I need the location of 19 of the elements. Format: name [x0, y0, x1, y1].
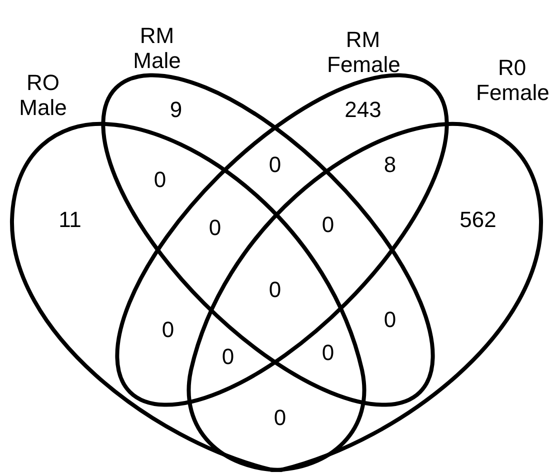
region-count: 0 [268, 277, 282, 303]
set-label: RM Male [132, 23, 182, 73]
region-count: 0 [208, 215, 222, 241]
region-count: 9 [170, 97, 182, 123]
region-count: 562 [460, 207, 496, 233]
region-count: 0 [384, 307, 396, 333]
set-label: R0 Female [476, 55, 548, 105]
region-count: 0 [268, 152, 282, 178]
region-count: 0 [222, 344, 234, 370]
region-count: 8 [384, 152, 396, 178]
region-count: 243 [344, 97, 382, 123]
region-count: 0 [162, 317, 174, 343]
region-count: 0 [322, 340, 334, 366]
region-count: 11 [58, 207, 82, 233]
set-label: RO Male [18, 70, 68, 120]
set-label: RM Female [327, 27, 399, 77]
region-count: 0 [322, 212, 334, 238]
region-count: 0 [274, 405, 286, 431]
region-count: 0 [154, 167, 166, 193]
